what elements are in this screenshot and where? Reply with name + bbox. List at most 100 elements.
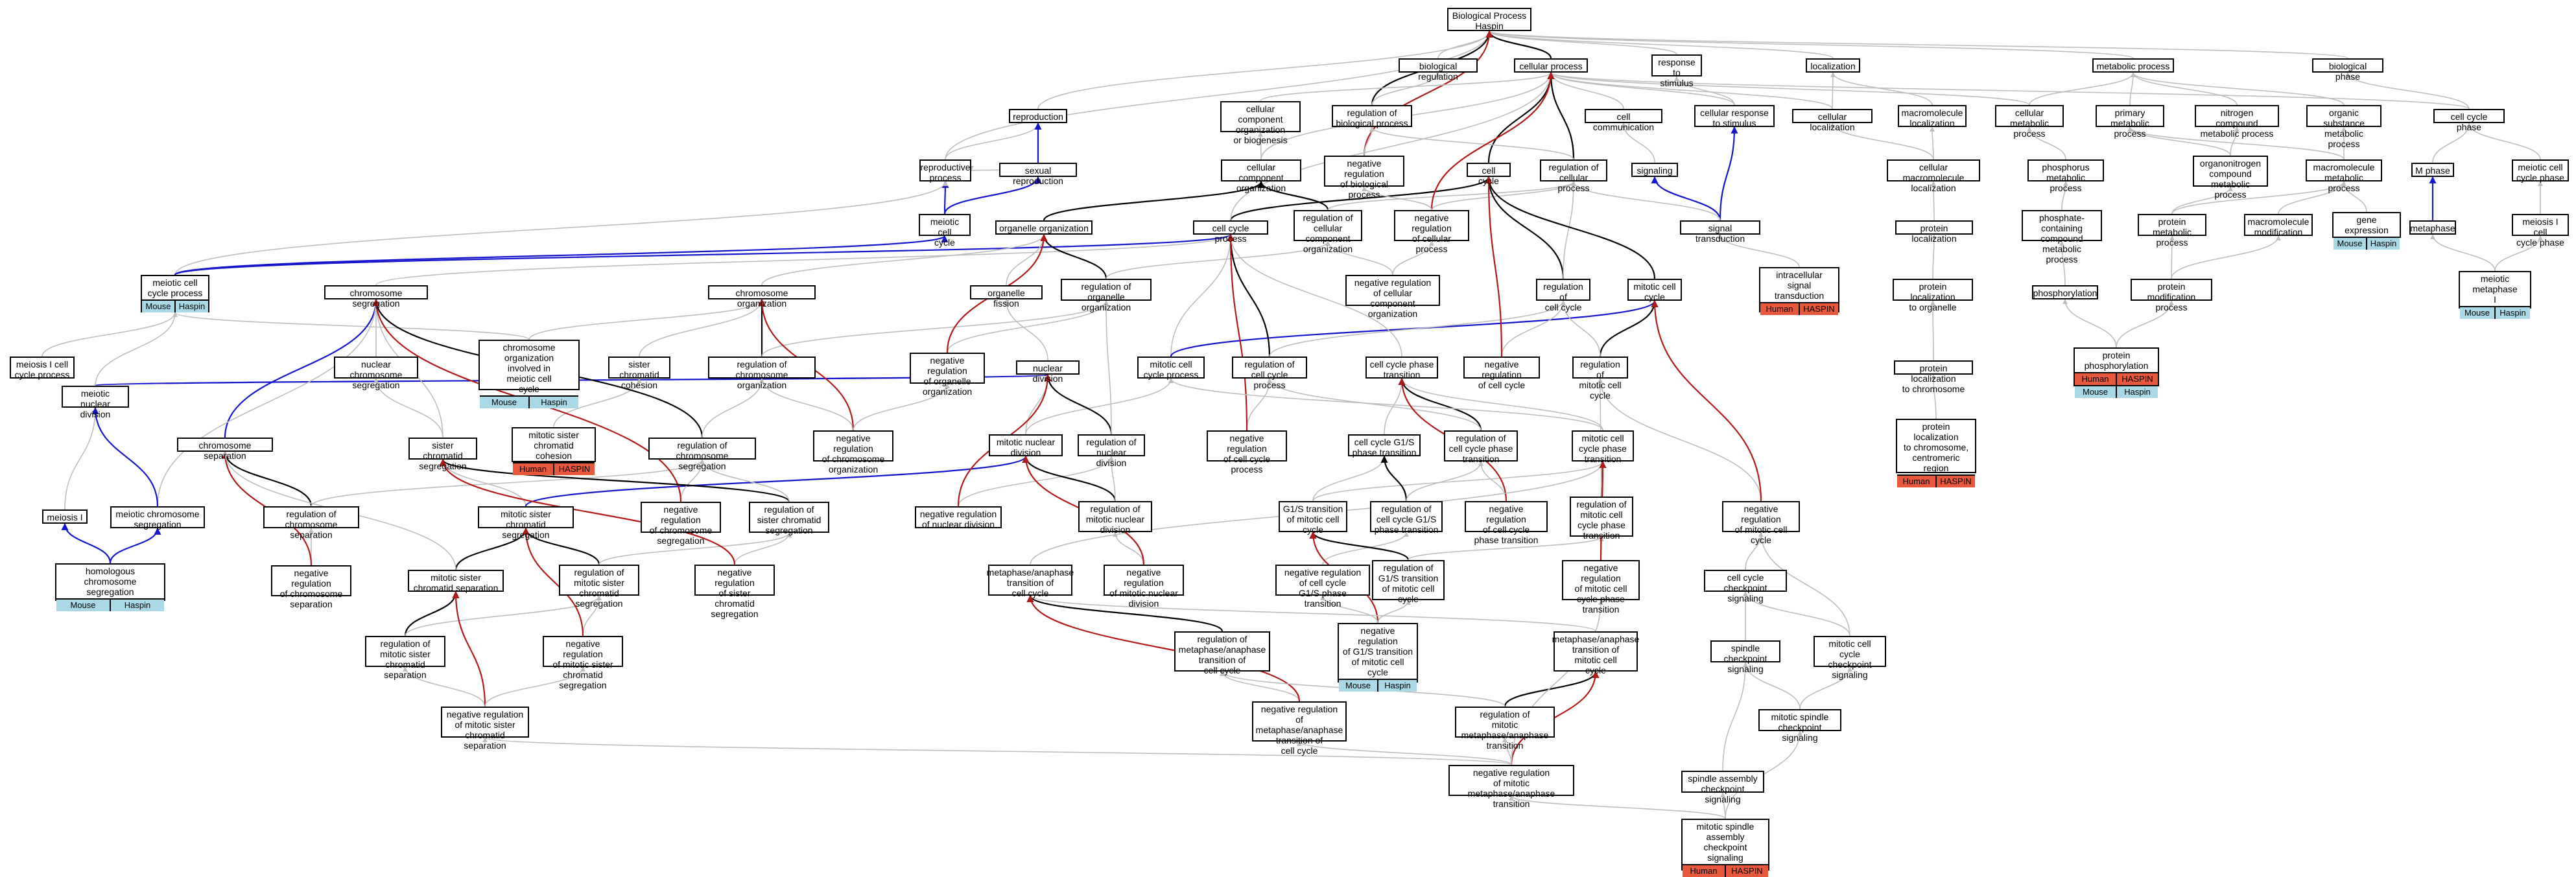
go-term-phosmet[interactable]: phosphorus metabolic process: [2027, 159, 2104, 193]
go-term-protlocchrcen[interactable]: protein localization to chromosome, cent…: [1896, 419, 1976, 487]
go-term-negregg1smit[interactable]: negative regulation of G1/S transition o…: [1338, 623, 1418, 692]
go-term-repro[interactable]: reproduction: [1009, 109, 1067, 123]
go-term-regorgorg[interactable]: regulation of organelle organization: [1061, 279, 1152, 312]
go-term-sac[interactable]: spindle assembly checkpoint signaling: [1681, 771, 1764, 804]
go-term-meioccphase[interactable]: meiotic cell cycle phase: [2512, 159, 2569, 183]
go-term-protlocchr[interactable]: protein localization to chromosome: [1894, 360, 1973, 394]
go-term-negregchrseg[interactable]: negative regulation of chromosome segreg…: [641, 502, 721, 546]
go-term-mitccphtrans[interactable]: mitotic cell cycle phase transition: [1572, 430, 1634, 464]
go-term-mitsischseg[interactable]: mitotic sister chromatid segregation: [478, 506, 574, 540]
go-term-mitsac[interactable]: mitotic spindle assembly checkpoint sign…: [1681, 819, 1769, 877]
go-term-organonitro[interactable]: organonitrogen compound metabolic proces…: [2193, 156, 2268, 200]
go-term-spindlechk[interactable]: spindle checkpoint signaling: [1710, 640, 1780, 674]
go-term-regcp[interactable]: regulation of cellular process: [1540, 159, 1607, 193]
go-term-negregmitcc[interactable]: negative regulation of mitotic cell cycl…: [1722, 501, 1800, 545]
go-term-regmitcc[interactable]: regulation of mitotic cell cycle: [1572, 357, 1628, 401]
go-term-regnucdiv[interactable]: regulation of nuclear division: [1078, 434, 1145, 468]
go-term-mitcc[interactable]: mitotic cell cycle: [1627, 279, 1682, 302]
go-term-cellresp[interactable]: cellular response to stimulus: [1694, 105, 1775, 128]
go-term-mphase[interactable]: M phase: [2411, 163, 2454, 177]
go-term-regchrseg[interactable]: regulation of chromosome segregation: [648, 438, 756, 471]
go-term-nucchrseg[interactable]: nuclear chromosome segregation: [334, 357, 418, 390]
go-term-regccphtrans[interactable]: regulation of cell cycle phase transitio…: [1444, 430, 1518, 464]
go-term-meioIccphase[interactable]: meiosis I cell cycle phase: [2512, 214, 2569, 248]
go-term-protmet[interactable]: protein metabolic process: [2138, 214, 2206, 248]
go-term-negregmitnucdiv[interactable]: negative regulation of mitotic nuclear d…: [1104, 565, 1184, 609]
go-term-negregmitmetaana[interactable]: negative regulation of mitotic metaphase…: [1448, 765, 1574, 809]
go-term-negregchrsep[interactable]: negative regulation of chromosome separa…: [271, 565, 351, 609]
go-term-negregcp[interactable]: negative regulation of cellular process: [1394, 210, 1469, 254]
go-term-negregccphtrans[interactable]: negative regulation of cell cycle phase …: [1465, 501, 1548, 545]
go-term-regccorg[interactable]: regulation of cellular component organiz…: [1294, 210, 1362, 254]
go-term-resp[interactable]: response to stimulus: [1651, 54, 1702, 88]
go-term-cellloc[interactable]: cellular localization: [1792, 109, 1873, 132]
go-term-primmet[interactable]: primary metabolic process: [2096, 105, 2164, 139]
go-term-chrsep[interactable]: chromosome separation: [177, 438, 273, 461]
go-term-protlocorg[interactable]: protein localization to organelle: [1893, 279, 1973, 312]
go-term-ccchk[interactable]: cell cycle checkpoint signaling: [1704, 570, 1787, 603]
go-term-metaphase[interactable]: metaphase: [2409, 220, 2456, 235]
go-term-negregmitsischseg[interactable]: negative regulation of mitotic sister ch…: [543, 636, 623, 690]
go-term-mitsischsep[interactable]: mitotic sister chromatid separation: [408, 570, 504, 593]
go-term-macroloc[interactable]: macromolecule localization: [1898, 105, 1967, 128]
go-term-biolreg[interactable]: biological regulation: [1399, 58, 1478, 82]
go-term-sexrepro[interactable]: sexual reproduction: [999, 163, 1077, 186]
go-term-regchrsep[interactable]: regulation of chromosome separation: [263, 506, 359, 540]
go-term-meioticcc[interactable]: meiotic cell cycle: [919, 214, 971, 248]
go-term-nitro[interactable]: nitrogen compound metabolic process: [2195, 105, 2279, 139]
go-term-protmod[interactable]: protein modification process: [2131, 279, 2212, 312]
go-term-negregbp[interactable]: negative regulation of biological proces…: [1324, 156, 1404, 200]
go-term-meiosisI[interactable]: meiosis I: [42, 509, 88, 524]
go-term-signaling[interactable]: signaling: [1631, 163, 1678, 177]
go-term-nucdiv[interactable]: nuclear division: [1016, 360, 1080, 384]
go-term-negregchrorg[interactable]: negative regulation of chromosome organi…: [813, 430, 893, 474]
go-term-phosph[interactable]: phosphorylation: [2032, 285, 2098, 299]
go-term-mitnucdiv[interactable]: mitotic nuclear division: [989, 434, 1063, 458]
go-term-mitccproc[interactable]: mitotic cell cycle process: [1137, 357, 1205, 380]
go-term-metaanatrans[interactable]: metaphase/anaphase transition of cell cy…: [987, 565, 1074, 598]
go-term-negregmitccphtrans[interactable]: negative regulation of mitotic cell cycl…: [1562, 560, 1640, 614]
go-term-chrseg[interactable]: chromosome segregation: [324, 285, 428, 309]
go-term-metab[interactable]: metabolic process: [2092, 58, 2174, 73]
go-term-ccompog[interactable]: cellular component organization or bioge…: [1220, 101, 1301, 145]
go-term-orgsub[interactable]: organic substance metabolic process: [2306, 105, 2381, 149]
go-term-negregsischseg[interactable]: negative regulation of sister chromatid …: [694, 565, 775, 619]
go-term-cellcycle[interactable]: cell cycle: [1467, 163, 1511, 186]
go-term-regmitsischsep[interactable]: regulation of mitotic sister chromatid s…: [365, 636, 445, 680]
go-term-cellmet[interactable]: cellular metabolic process: [1995, 105, 2064, 139]
go-term-local[interactable]: localization: [1806, 58, 1860, 73]
go-term-g1smit[interactable]: G1/S transition of mitotic cell cycle: [1279, 501, 1347, 535]
go-term-negregccproc[interactable]: negative regulation of cell cycle proces…: [1207, 430, 1287, 474]
go-term-ccphtrans[interactable]: cell cycle phase transition: [1365, 357, 1438, 380]
go-term-regmitnucdiv[interactable]: regulation of mitotic nuclear division: [1078, 501, 1152, 535]
go-term-bp[interactable]: Biological Process Haspin: [1447, 8, 1531, 31]
go-term-macromod[interactable]: macromolecule modification: [2244, 214, 2313, 237]
go-term-ccproc[interactable]: cell cycle process: [1193, 220, 1268, 244]
go-term-orgorg[interactable]: organelle organization: [995, 220, 1093, 235]
go-term-phosphcont[interactable]: phosphate-containing compound metabolic …: [2022, 210, 2102, 264]
go-term-regmitmetaana[interactable]: regulation of mitotic metaphase/anaphase…: [1455, 707, 1555, 751]
go-term-cellmacroloc[interactable]: cellular macromolecule localization: [1887, 159, 1980, 193]
go-term-mitspindlechk[interactable]: mitotic spindle checkpoint signaling: [1758, 709, 1841, 743]
go-term-chrorg[interactable]: chromosome organization: [708, 285, 816, 309]
go-term-negregccorg[interactable]: negative regulation of cellular componen…: [1345, 275, 1440, 319]
go-term-protloc[interactable]: protein localization: [1895, 220, 1973, 244]
go-term-regccg1s[interactable]: regulation of cell cycle G1/S phase tran…: [1370, 501, 1443, 535]
go-term-regg1smit[interactable]: regulation of G1/S transition of mitotic…: [1372, 560, 1445, 604]
go-term-negregorgorg[interactable]: negative regulation of organelle organiz…: [910, 353, 985, 397]
go-term-ccphase[interactable]: cell cycle phase: [2433, 109, 2505, 132]
go-term-regsischseg[interactable]: regulation of sister chromatid segregati…: [749, 502, 829, 535]
go-term-cellproc[interactable]: cellular process: [1514, 58, 1588, 73]
go-term-regbp[interactable]: regulation of biological process: [1332, 105, 1412, 128]
go-term-cellcomm[interactable]: cell communication: [1585, 109, 1662, 132]
go-term-metaanamit[interactable]: metaphase/anaphase transition of mitotic…: [1552, 631, 1639, 675]
go-term-negregccg1s[interactable]: negative regulation of cell cycle G1/S p…: [1275, 565, 1370, 609]
go-term-orgfission[interactable]: organelle fission: [970, 285, 1043, 309]
go-term-negregmitsischsep[interactable]: negative regulation of mitotic sister ch…: [441, 707, 529, 751]
